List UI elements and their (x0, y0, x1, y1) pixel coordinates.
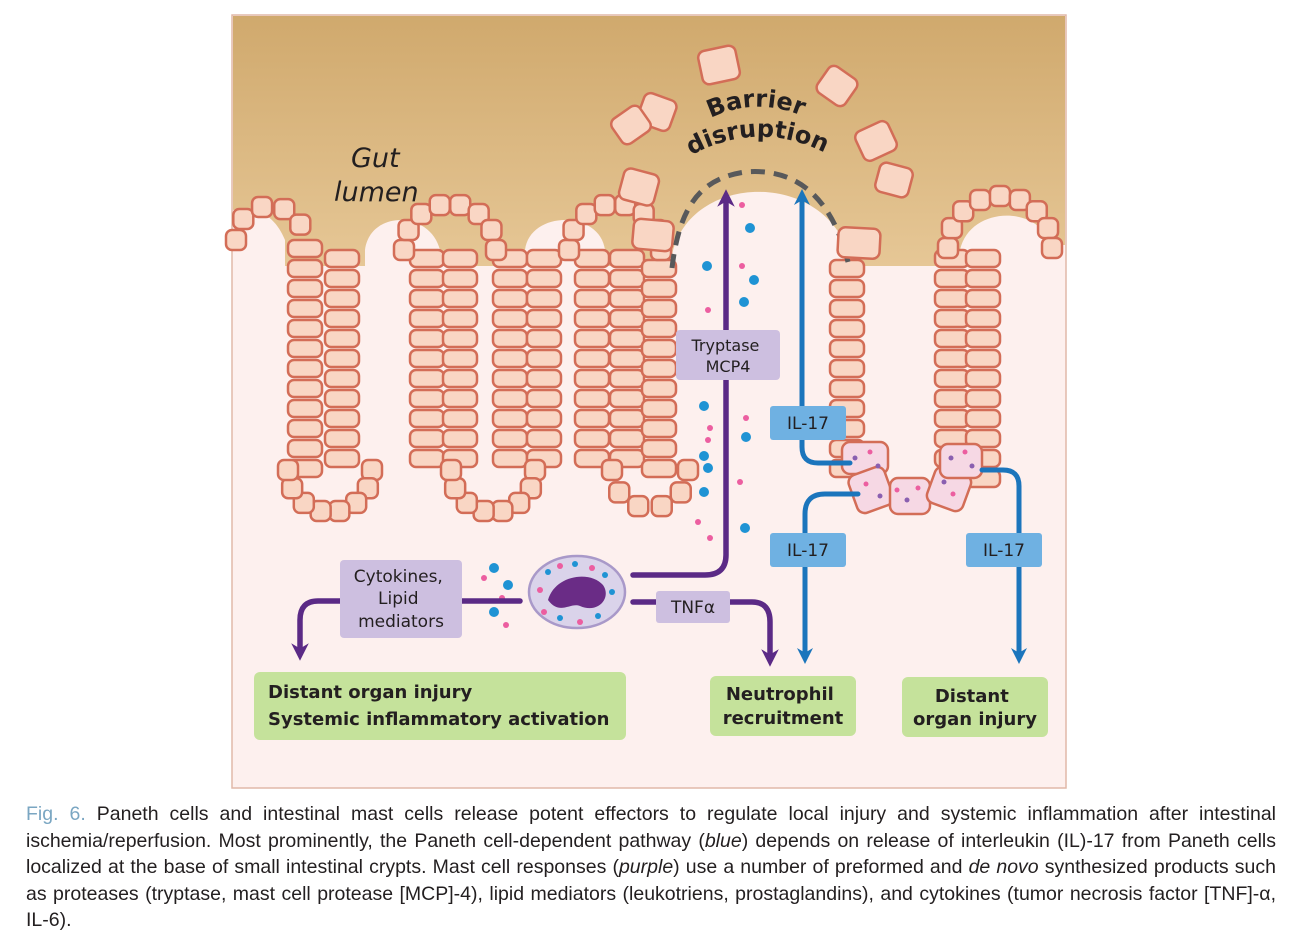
distant-systemic-box: Distant organ injury Systemic inflammato… (254, 672, 626, 740)
il17-box-left: IL-17 (770, 533, 846, 567)
cytokines-arrow (291, 598, 523, 661)
mediator-dots (481, 202, 759, 628)
il17-barrier-arrow (793, 188, 853, 466)
svg-text:IL-17: IL-17 (983, 541, 1025, 561)
svg-text:Tryptase MCP4: Tryptase MCP4 (691, 336, 765, 376)
svg-text:TNFα: TNFα (670, 598, 715, 618)
svg-text:Distant organ injury Sys: Distant organ injury Systemic inflammato… (268, 682, 610, 730)
svg-text:IL-17: IL-17 (787, 541, 829, 561)
paneth-granules (852, 449, 975, 503)
svg-text:Cytokines, Lipid m: Cytokines, Lipid mediators (354, 567, 448, 632)
gut-lumen-label: Gut lumen (334, 143, 419, 208)
tryptase-arrow (630, 189, 735, 578)
figure-caption: Fig. 6. Paneth cells and intestinal mast… (26, 803, 1277, 931)
figure-number: Fig. 6. (26, 803, 86, 825)
tnf-arrow (630, 599, 779, 667)
distant-organ-injury-box: Distant organ injury (902, 677, 1048, 737)
il17-box-right: IL-17 (966, 533, 1042, 567)
svg-text:Neutrophil recruitment: Neutrophil recruitment (723, 684, 844, 729)
diagram-figure: Gut lumen Barrier disruption Tryptase MC… (224, 14, 1067, 789)
svg-text:IL-17: IL-17 (787, 414, 829, 434)
il17-box-top: IL-17 (770, 406, 846, 440)
detached-cells (609, 44, 914, 260)
neutrophil-recruitment-box: Neutrophil recruitment (710, 676, 856, 736)
il17-neutrophil-arrow (796, 491, 861, 665)
tnf-alpha-box: TNFα (656, 591, 730, 623)
barrier-dashed-line (669, 169, 851, 269)
cytokines-box: Cytokines, Lipid mediators (340, 560, 462, 638)
mast-cell (527, 554, 627, 630)
tryptase-mcp4-box: Tryptase MCP4 (676, 330, 780, 380)
il17-distant-arrow (979, 467, 1028, 665)
mast-cell-granules (537, 561, 615, 625)
svg-text:Distant organ injury: Distant organ injury (913, 686, 1037, 730)
